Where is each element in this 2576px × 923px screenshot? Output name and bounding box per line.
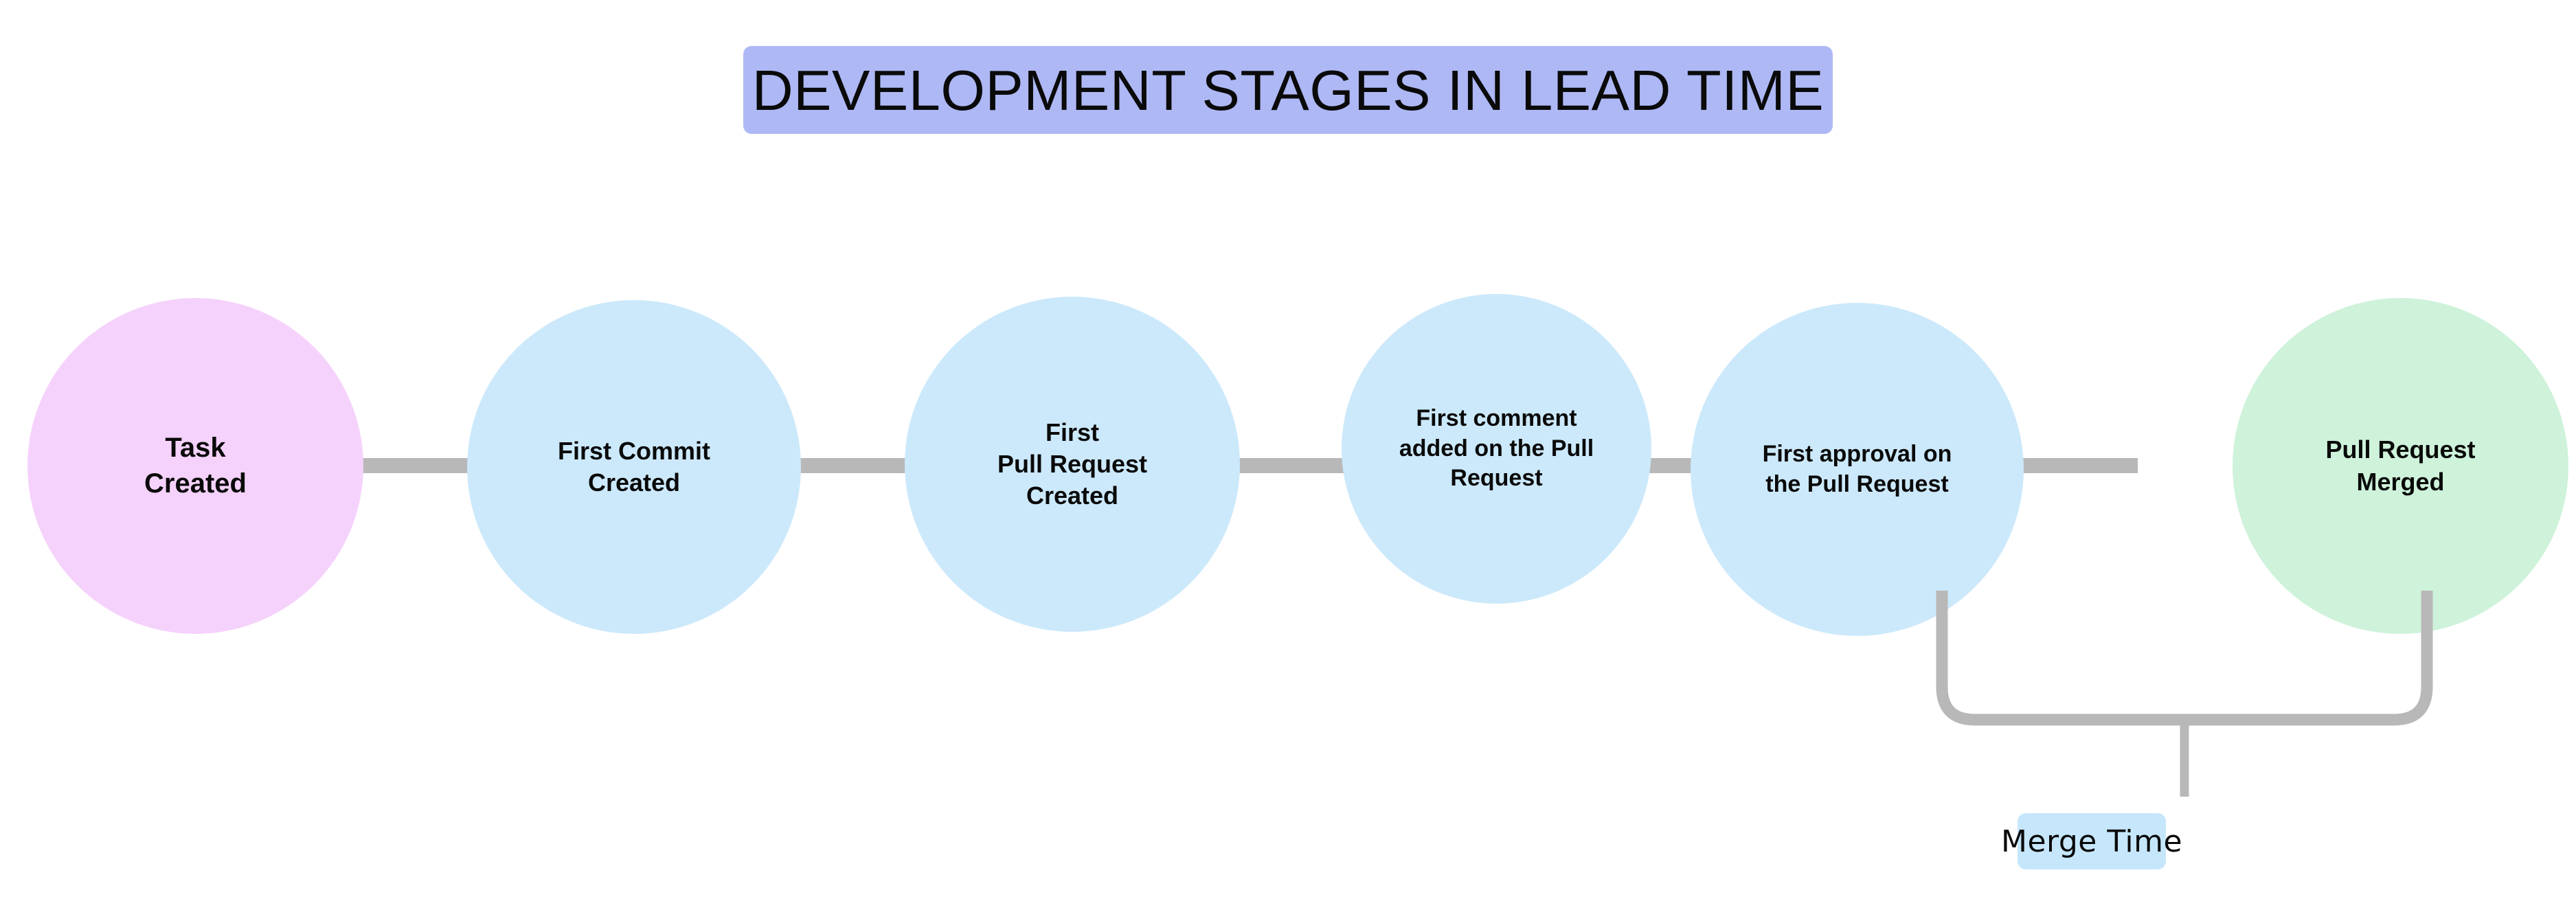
page-title: DEVELOPMENT STAGES IN LEAD TIME bbox=[752, 58, 1824, 122]
connector-first-pull-request-to-first-comment bbox=[1230, 458, 1352, 473]
connector-first-comment-to-first-approval bbox=[1642, 458, 1701, 473]
stage-node-first-commit-created[interactable]: First Commit Created bbox=[467, 300, 801, 634]
stage-label-first-approval: First approval on the Pull Request bbox=[1762, 440, 1952, 497]
stage-label-pull-request-merged: Pull Request Merged bbox=[2325, 435, 2476, 496]
page-title-banner: DEVELOPMENT STAGES IN LEAD TIME bbox=[743, 46, 1833, 134]
stage-node-first-comment-added[interactable]: First comment added on the Pull Request bbox=[1342, 294, 1651, 604]
stage-label-first-commit-created: First Commit Created bbox=[557, 436, 710, 497]
stage-node-first-approval[interactable]: First approval on the Pull Request bbox=[1691, 303, 2024, 636]
stage-label-first-pull-request-created: First Pull Request Created bbox=[997, 418, 1148, 510]
stage-node-first-pull-request-created[interactable]: First Pull Request Created bbox=[905, 297, 1240, 632]
connector-first-commit-to-first-pull-request bbox=[791, 458, 915, 473]
stage-label-first-comment-added: First comment added on the Pull Request bbox=[1399, 405, 1594, 492]
stage-node-pull-request-merged[interactable]: Pull Request Merged bbox=[2233, 298, 2568, 634]
merge-time-label: Merge Time bbox=[2001, 823, 2183, 859]
merge-time-badge[interactable]: Merge Time bbox=[2001, 813, 2182, 869]
connector-task-created-to-first-commit bbox=[354, 458, 477, 473]
connector-first-approval-to-pull-request-merged bbox=[2014, 458, 2138, 473]
stage-node-task-created[interactable]: Task Created bbox=[27, 298, 363, 634]
stage-label-task-created: Task Created bbox=[144, 433, 247, 499]
